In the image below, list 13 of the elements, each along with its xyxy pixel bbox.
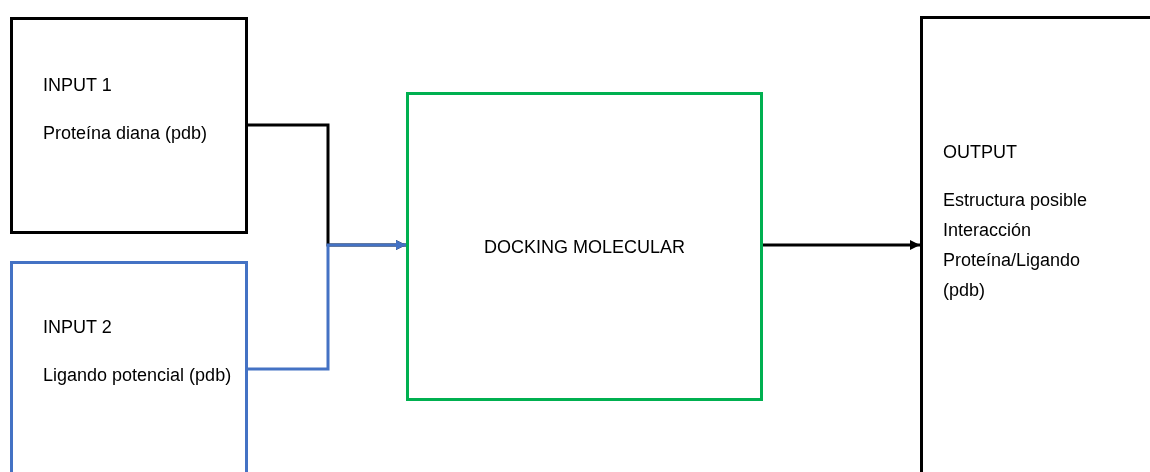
- box-text: Proteína diana (pdb): [43, 122, 209, 145]
- connector-arrow: [248, 240, 406, 371]
- box-text: Estructura posible Interacción Proteína/Ligando (pdb): [943, 189, 1089, 302]
- connector-arrow: [763, 240, 920, 250]
- process-box: [10, 261, 248, 472]
- box-heading: OUTPUT: [943, 141, 1018, 164]
- process-box: [10, 17, 248, 234]
- box-text: DOCKING MOLECULAR: [483, 235, 685, 259]
- box-heading: INPUT 1: [43, 74, 113, 97]
- box-heading: INPUT 2: [43, 316, 113, 339]
- process-box: [920, 16, 1150, 472]
- process-box: [406, 92, 763, 401]
- box-text: Ligando potencial (pdb): [43, 364, 233, 387]
